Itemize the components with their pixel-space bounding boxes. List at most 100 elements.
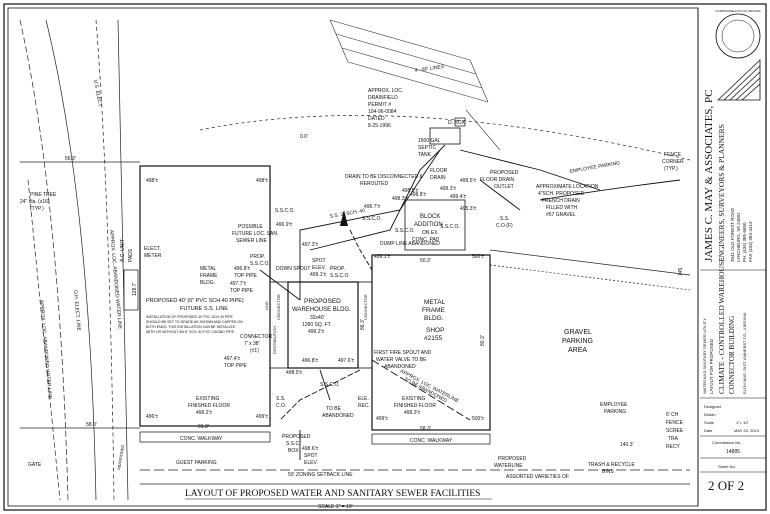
project-location: ELON MAG. DIST. AMHERST CO., VIRGINIA	[742, 312, 747, 394]
label: WATER VALVE TO BE	[376, 357, 427, 363]
firm-logo-icon	[717, 59, 761, 101]
label: WITH OR WITHOUT AN 8" SCH. 40 PVC CASING…	[146, 330, 235, 334]
road-lines	[19, 19, 691, 501]
label: 86.3'	[360, 319, 366, 330]
scale-value: 1"= 10'	[736, 420, 749, 425]
label: EXISTING	[196, 396, 219, 402]
label: ABANDONED	[384, 364, 416, 370]
label: FILLED WITH	[546, 205, 578, 211]
engineer-seal-icon	[715, 13, 761, 59]
label: 498'±	[146, 178, 158, 184]
label: TRASH & RECYCLE	[588, 462, 635, 468]
label: S.S.	[276, 396, 285, 402]
drawn-label: Drawn	[704, 412, 716, 417]
label: FLOOR DRAIN	[480, 177, 515, 183]
label: 50.3'	[420, 258, 431, 264]
label: BINS	[602, 469, 614, 475]
label: 499.5'±	[460, 178, 476, 184]
label: PROPOSED	[282, 434, 311, 440]
label: FRAME	[200, 273, 218, 279]
label: TOP PIPE	[230, 288, 254, 294]
label: 32x40'	[310, 315, 325, 321]
label: S.S.C.O.	[320, 382, 340, 388]
label: DISTRIBUTION	[272, 326, 277, 354]
metal-frame-building-left	[139, 165, 271, 427]
label: BOX	[288, 448, 299, 454]
label: 58.0'	[86, 422, 97, 428]
label: ON EX.	[422, 230, 439, 236]
label: BLDG.	[424, 315, 444, 322]
label: WAREHOUSE BLDG.	[292, 307, 351, 313]
label: FENCE	[664, 152, 682, 158]
label: FINISHED FLOOR	[188, 403, 230, 409]
label: SPOT	[312, 258, 326, 264]
designed-label: Designed	[704, 404, 721, 409]
label: 499.2'±	[196, 410, 212, 416]
label: 24" dia. (x16)	[20, 199, 50, 205]
commission-label: Commission No.	[712, 440, 741, 445]
label: REC.	[358, 403, 370, 409]
label: SCREE	[666, 428, 684, 434]
label: 499.4'±	[450, 194, 466, 200]
label: 1280 SQ. FT.	[302, 322, 331, 328]
sheet-number: 2 OF 2	[708, 478, 744, 493]
firm-address: 3041 OLD FOREST ROAD	[730, 207, 735, 262]
label: 128.7'	[132, 282, 138, 296]
label: 4 - 80' LINES	[414, 64, 445, 74]
label: D. BOX	[448, 120, 466, 126]
label: FUTURE LOC. SAN.	[232, 231, 278, 237]
label: ELEV.	[304, 460, 318, 466]
label: S.S.C.O.	[250, 261, 270, 267]
label: PARKING	[562, 338, 593, 345]
label: 499.1'±	[310, 272, 326, 278]
label: S.S.C.	[286, 441, 300, 447]
label: #2155	[424, 335, 442, 342]
label: 496'±	[146, 414, 158, 420]
label: 500'±	[472, 254, 484, 260]
label: PROP.	[250, 254, 265, 260]
label: 0.0'	[300, 134, 308, 140]
label: 497.7'±	[230, 281, 246, 287]
label: 497.3'±	[302, 242, 318, 248]
label: 495.3'±	[460, 206, 476, 212]
seal-text: COMMONWEALTH OF VIRGINIA	[715, 9, 760, 13]
date-label: Date	[704, 428, 713, 433]
label: CONC. PAD	[412, 237, 440, 243]
label: A.C. UNIT	[120, 239, 126, 262]
label: GATE	[28, 462, 42, 468]
sheet-border	[3, 3, 767, 511]
label: ASSORTED VARIETIES OF	[506, 474, 569, 480]
drainfield-lines	[329, 19, 501, 151]
label: CORNER	[662, 159, 684, 165]
label: ELECT.	[144, 246, 161, 252]
sheet-label: Sheet No.	[718, 464, 736, 469]
label: 497.4'±	[224, 356, 240, 362]
label: POSSIBLE	[238, 224, 263, 230]
label: 104-96-0084	[368, 109, 397, 115]
firm-address: LYNCHBURG, VA 24501	[736, 212, 741, 262]
label: BOTH ENDS. THIS INSTALLATION CAN BE INST…	[146, 325, 236, 329]
connector-left	[269, 281, 289, 369]
label: ELEV.	[312, 265, 326, 271]
label: S.S.C.O.	[362, 216, 382, 222]
date-value: MAY 25, 2014	[734, 428, 760, 433]
label: PROPOSED 40' (6" PVC SCH 40 PIPE)	[146, 298, 244, 304]
label: 56.9'	[65, 156, 76, 162]
label: DRAIN TO BE DISCONNECTED &	[345, 174, 424, 180]
label: ELE.	[358, 396, 369, 402]
label: PARKING	[604, 409, 626, 415]
label: CONC. WALKWAY	[410, 438, 453, 444]
label: (±1)	[250, 348, 259, 354]
label: APPROXIMATE LOCATION	[536, 184, 599, 190]
label: 50' ZONING SETBACK LINE	[288, 472, 353, 478]
label: (TYP.)	[664, 166, 678, 172]
label: SEWER LINE	[236, 238, 268, 244]
project-title: CLIMATE - CONTROLLED WAREHOUSE	[717, 257, 726, 394]
label: METER	[144, 253, 162, 259]
label: FRENCH DRAIN	[542, 198, 580, 204]
title-block: COMMONWEALTH OF VIRGINIA JAMES C. MAY & …	[697, 8, 766, 506]
label: 499.3'±	[404, 410, 420, 416]
label: INSTALLATION OF PROPOSED 40' PVC SCH 40 …	[146, 315, 234, 319]
label: ABANDONED	[322, 413, 354, 419]
